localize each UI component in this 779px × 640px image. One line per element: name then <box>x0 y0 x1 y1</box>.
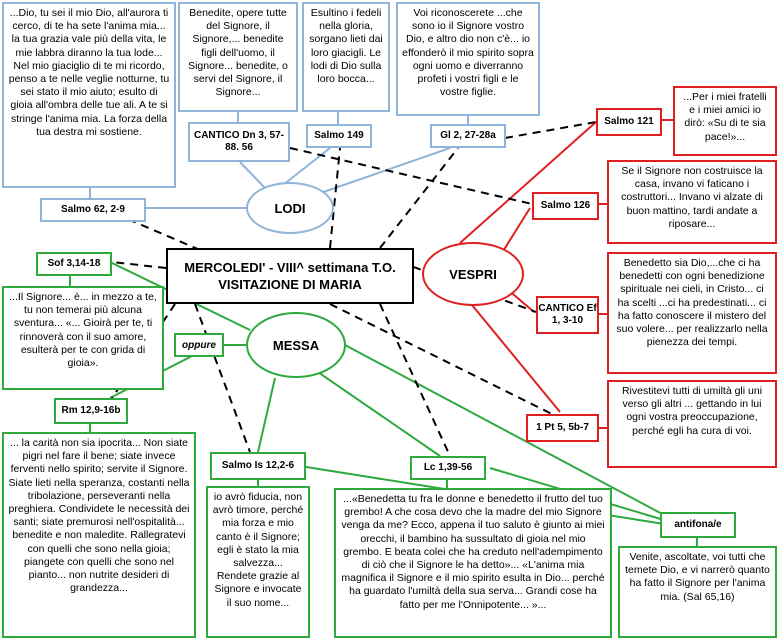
antifona-text-box: Venite, ascoltate, voi tutti che temete … <box>618 546 777 638</box>
line-lodi-salmo149 <box>282 147 331 186</box>
salmo149-label: Salmo 149 <box>306 124 372 148</box>
dash-title-gl2 <box>379 147 459 249</box>
pt5-text-box: Rivestitevi tutti di umiltà gli uni vers… <box>607 380 777 468</box>
dash-title-pt5 <box>329 303 561 419</box>
cantico-dn-text-box: Benedite, opere tutte del Signore, il Si… <box>178 2 298 112</box>
cantico-ef-text-box: Benedetto sia Dio,...che ci ha benedetti… <box>607 252 777 374</box>
salmo62-text-box: ...Dio, tu sei il mio Dio, all'aurora ti… <box>2 2 176 188</box>
antifona-text: Venite, ascoltate, voi tutti che temete … <box>625 551 770 603</box>
line-lodi-gl2 <box>311 147 451 197</box>
sof-label: Sof 3,14-18 <box>36 252 112 276</box>
line-messa-salmois <box>257 377 276 453</box>
salmo149-text: Esultino i fedeli nella gloria, sorgano … <box>309 7 383 86</box>
title-line1: MERCOLEDI' - VIII^ settimana T.O. <box>184 260 396 275</box>
line-vespri-salmo126 <box>499 207 531 257</box>
dash-title-sof <box>111 261 167 269</box>
line-vespri-salmo121 <box>459 121 597 244</box>
line-messa-antifona <box>344 344 667 517</box>
cantico-ef-label: CANTICO Ef 1, 3-10 <box>536 296 599 334</box>
rm-label: Rm 12,9-16b <box>54 398 128 424</box>
salmois-label: Salmo Is 12,2-6 <box>210 452 306 480</box>
line-vespri-pt5 <box>471 304 561 413</box>
oppure-label: oppure <box>174 333 224 357</box>
salmois-text-box: io avrò fiducia, non avrò timore, perché… <box>206 486 310 638</box>
cantico-ef-text: Benedetto sia Dio,...che ci ha benedetti… <box>616 257 768 349</box>
antifona-ref: (Sal 65,16) <box>683 590 735 603</box>
pt5-text: Rivestitevi tutti di umiltà gli uni vers… <box>621 385 763 437</box>
lodi-oval: LODI <box>246 182 334 234</box>
salmo121-text: ...Per i miei fratelli e i miei amici io… <box>683 91 767 143</box>
dash-title-salmois <box>194 303 251 453</box>
antifona-label: antifona/e <box>660 512 736 538</box>
cantico-dn-label: CANTICO Dn 3, 57-88. 56 <box>188 122 290 162</box>
line-lodi-cantico <box>239 161 266 189</box>
dash-title-lc <box>379 303 451 457</box>
rm-text: ... la carità non sia ipocrita... Non si… <box>8 437 190 595</box>
line-messa-lc <box>311 367 441 457</box>
salmo121-label: Salmo 121 <box>596 108 662 136</box>
sof-text-box: ...Il Signore... è... in mezzo a te, tu … <box>2 286 164 390</box>
salmo126-text-box: Se il Signore non costruisce la casa, in… <box>607 160 777 244</box>
gl2-text: Voi riconoscerete ...che sono io il Sign… <box>402 7 534 99</box>
title-line2: VISITAZIONE DI MARIA <box>218 277 362 292</box>
salmo62-text: ...Dio, tu sei il mio Dio, all'aurora ti… <box>8 7 170 138</box>
salmo62-label: Salmo 62, 2-9 <box>40 198 146 222</box>
page-title: MERCOLEDI' - VIII^ settimana T.O. VISITA… <box>166 248 414 304</box>
sof-text: ...Il Signore... è... in mezzo a te, tu … <box>9 291 157 370</box>
cantico-dn-text: Benedite, opere tutte del Signore, il Si… <box>188 7 288 99</box>
salmo126-text: Se il Signore non costruisce la casa, in… <box>621 165 763 230</box>
lc-text: ...«Benedetta tu fra le donne e benedett… <box>341 493 605 611</box>
gl2-label: Gl 2, 27-28a <box>430 124 506 148</box>
salmois-text: io avrò fiducia, non avrò timore, perché… <box>212 491 304 609</box>
lc-label: Lc 1,39-56 <box>410 456 486 480</box>
pt5-label: 1 Pt 5, 5b-7 <box>526 414 599 442</box>
salmo121-text-box: ...Per i miei fratelli e i miei amici io… <box>673 86 777 156</box>
dash-gl2-salmo121 <box>504 121 597 139</box>
vespri-oval: VESPRI <box>422 242 524 306</box>
dash-title-salmo62 <box>129 219 201 251</box>
salmo149-text-box: Esultino i fedeli nella gloria, sorgano … <box>302 2 390 112</box>
gl2-text-box: Voi riconoscerete ...che sono io il Sign… <box>396 2 540 116</box>
salmo126-label: Salmo 126 <box>532 192 599 220</box>
lc-text-box: ...«Benedetta tu fra le donne e benedett… <box>334 488 612 638</box>
rm-text-box: ... la carità non sia ipocrita... Non si… <box>2 432 196 638</box>
messa-oval: MESSA <box>246 312 346 378</box>
dash-title-salmo149 <box>329 147 341 249</box>
